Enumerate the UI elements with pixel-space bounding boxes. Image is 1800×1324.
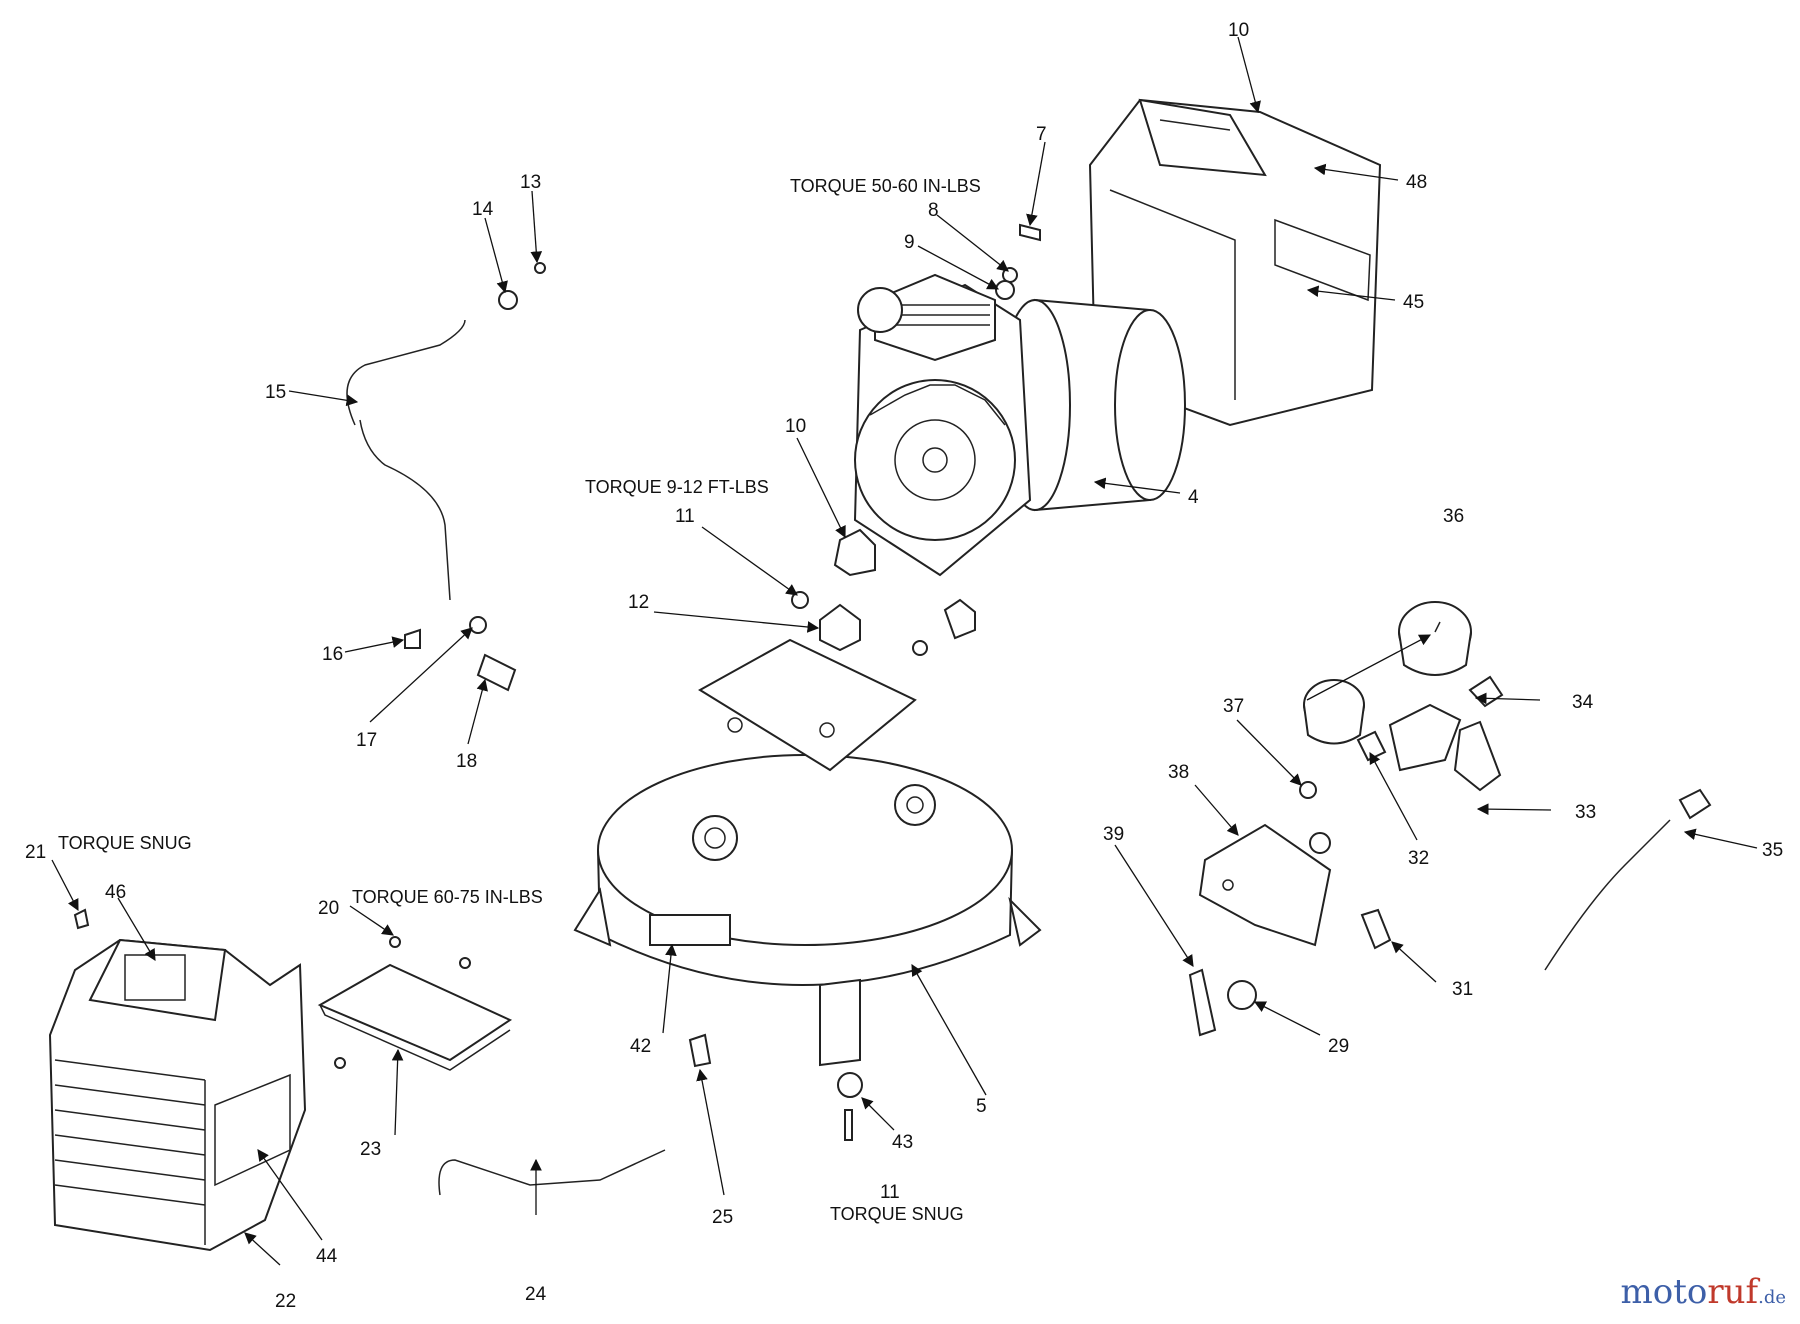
pump-motor-assembly: [853, 273, 1186, 577]
leader-lines: [51, 36, 1758, 1266]
watermark-logo: motoruf.de: [1621, 1272, 1786, 1312]
part-label-16: 16: [322, 644, 343, 665]
torque-note-50-60: TORQUE 50-60 IN-LBS: [790, 176, 981, 196]
torque-note-60-75: TORQUE 60-75 IN-LBS: [352, 887, 543, 907]
part-label-48: 48: [1406, 172, 1427, 193]
part-label-8: 8: [928, 200, 939, 221]
part-label-36: 36: [1443, 506, 1464, 527]
part-label-24: 24: [525, 1284, 547, 1305]
part-label-32: 32: [1408, 848, 1429, 869]
part-label-29: 29: [1328, 1036, 1349, 1057]
torque-note-snug-11: TORQUE SNUG: [830, 1204, 964, 1224]
part-label-25: 25: [712, 1207, 733, 1228]
watermark-part1: moto: [1620, 1272, 1708, 1312]
part-label-22: 22: [275, 1291, 296, 1312]
part-label-46: 46: [105, 882, 126, 903]
part-label-34: 34: [1572, 692, 1594, 713]
part-label-23: 23: [360, 1139, 381, 1160]
part-label-7: 7: [1036, 124, 1047, 145]
small-parts: [73, 223, 1041, 1196]
part-label-11-top: 11: [675, 506, 695, 527]
part-label-18: 18: [456, 751, 477, 772]
part-label-20: 20: [318, 898, 339, 919]
part-label-4: 4: [1188, 487, 1199, 508]
watermark-suffix: .de: [1758, 1287, 1786, 1308]
torque-note-9-12: TORQUE 9-12 FT-LBS: [585, 477, 769, 497]
part-label-6: 10: [1228, 20, 1249, 41]
watermark-part2: ruf: [1707, 1272, 1759, 1312]
part-label-45: 45: [1403, 292, 1424, 313]
part-label-38: 38: [1168, 762, 1189, 783]
part-label-43: 43: [892, 1132, 913, 1153]
part-label-31: 31: [1452, 979, 1473, 1000]
part-label-21: 21: [25, 842, 46, 863]
torque-notes: TORQUE 50-60 IN-LBS TORQUE 9-12 FT-LBS T…: [58, 176, 981, 1224]
part-label-33: 33: [1575, 802, 1596, 823]
part-label-10: 10: [785, 416, 806, 437]
part-label-5: 5: [976, 1096, 987, 1117]
part-label-11-bottom: 11: [880, 1182, 900, 1203]
front-shroud: [48, 938, 307, 1252]
part-label-44: 44: [316, 1246, 338, 1267]
part-label-42: 42: [630, 1036, 651, 1057]
part-label-14: 14: [472, 199, 494, 220]
part-label-37: 37: [1223, 696, 1244, 717]
part-label-17: 17: [356, 730, 377, 751]
torque-note-snug-21: TORQUE SNUG: [58, 833, 192, 853]
part-label-39: 39: [1103, 824, 1124, 845]
part-label-13: 13: [520, 172, 541, 193]
part-label-15: 15: [265, 382, 286, 403]
part-label-35: 35: [1762, 840, 1783, 861]
part-label-9: 9: [904, 232, 915, 253]
part-label-12: 12: [628, 592, 649, 613]
part-labels: 10 48 45 7 8 9 4 10 11 12 13 14 15 16 17…: [25, 20, 1783, 1312]
tank: [573, 638, 1042, 1067]
regulator-assembly: [1188, 601, 1712, 1037]
